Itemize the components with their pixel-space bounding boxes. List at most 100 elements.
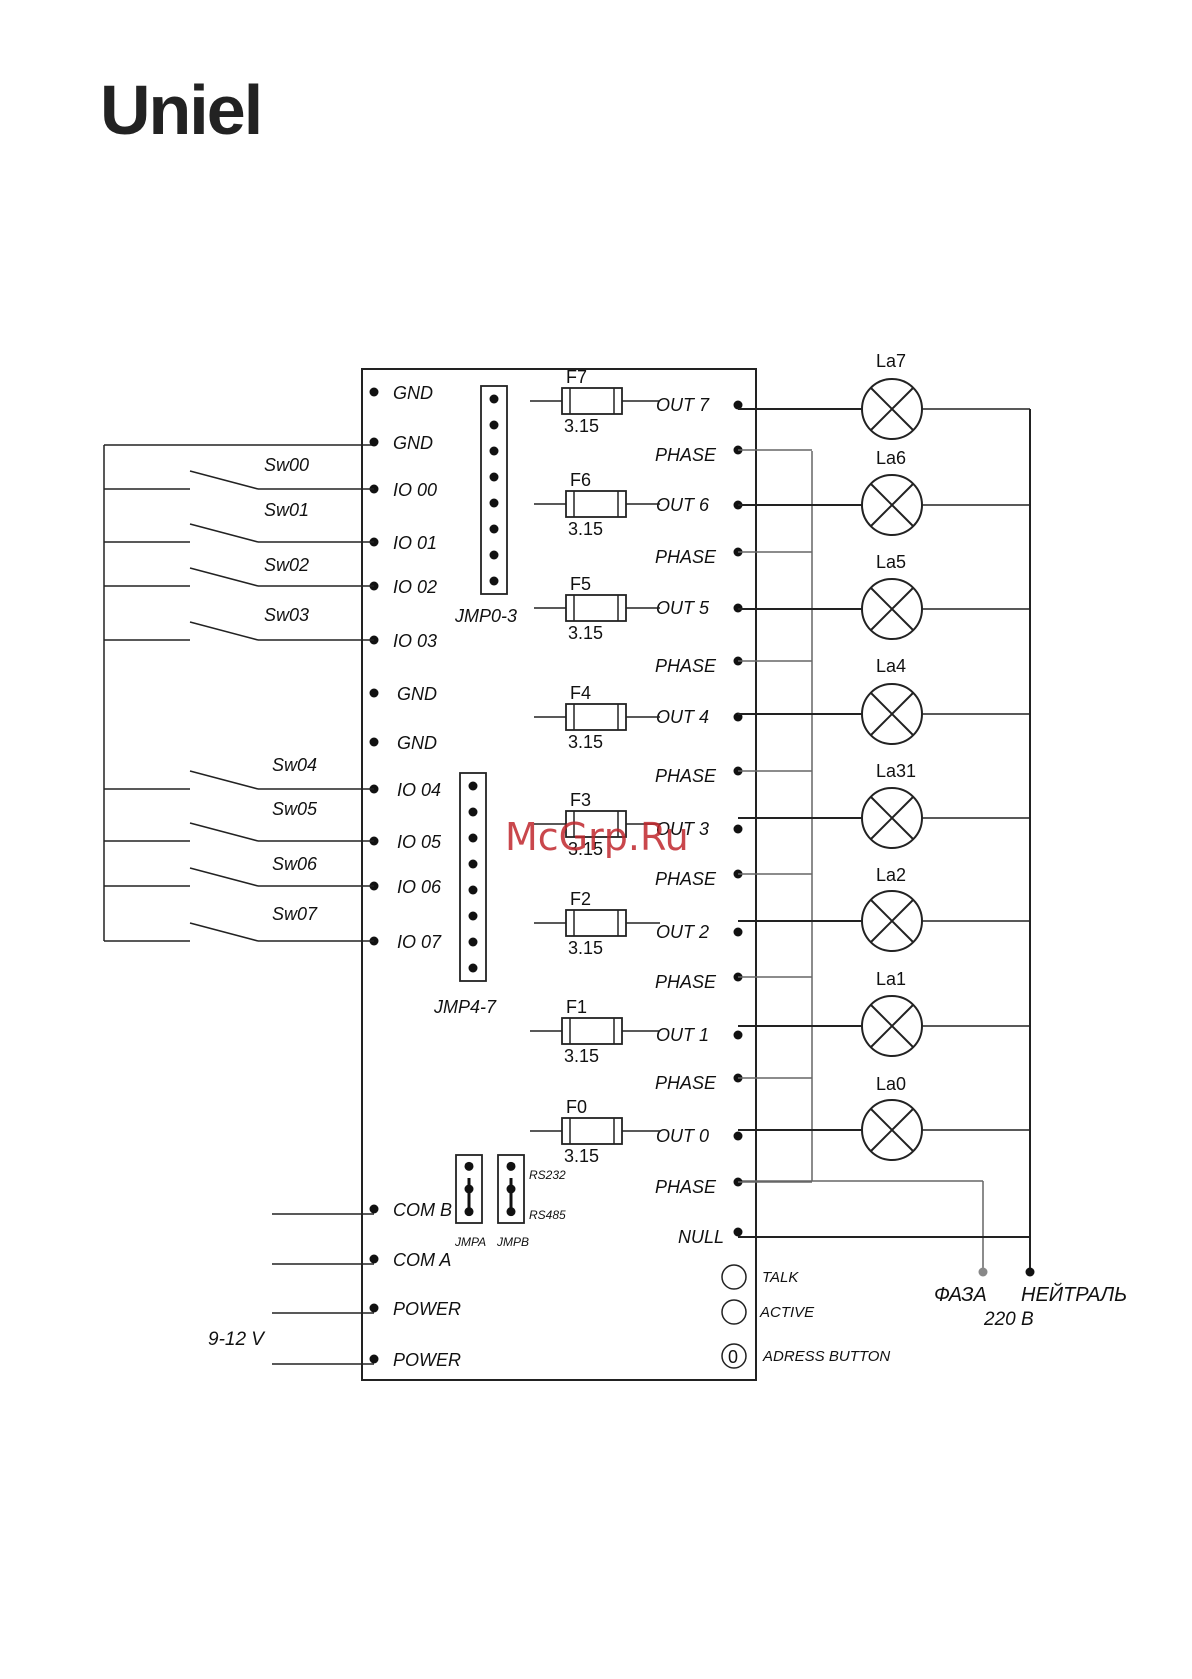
fuse-rating: 3.15 xyxy=(568,519,603,539)
right-pin-label: OUT 1 xyxy=(656,1025,709,1045)
lamp-label: La5 xyxy=(876,552,906,572)
switch-lever xyxy=(189,523,259,543)
left-pin-dot xyxy=(369,1204,379,1214)
active-led xyxy=(721,1299,747,1325)
lamp-cross-b xyxy=(870,1108,914,1152)
left-pin-label: POWER xyxy=(393,1350,461,1370)
switch-lever xyxy=(189,822,259,842)
lamp-cross-b xyxy=(870,899,914,943)
lamp-label: La0 xyxy=(876,1074,906,1094)
watermark: McGrp.Ru xyxy=(505,815,689,859)
fuse-rating: 3.15 xyxy=(564,1146,599,1166)
fuse-body xyxy=(565,490,627,518)
lamp-label: La7 xyxy=(876,351,906,371)
left-pin-label: IO 04 xyxy=(397,780,441,800)
jumper-pin xyxy=(464,1207,474,1217)
fuse-name: F7 xyxy=(566,367,587,387)
jumper-pin xyxy=(468,937,478,947)
lamp-cross-b xyxy=(870,1004,914,1048)
fuse-name: F3 xyxy=(570,790,591,810)
switch-label: Sw02 xyxy=(264,555,309,575)
left-pin-label: IO 07 xyxy=(397,932,442,952)
jumper-pin xyxy=(468,781,478,791)
fuse-body xyxy=(561,387,623,415)
uniel-logo: Uniel xyxy=(100,71,263,149)
jumper-pin xyxy=(468,911,478,921)
left-pin-label: GND xyxy=(393,433,433,453)
jmp4-7-label: JMP4-7 xyxy=(433,997,497,1017)
rs232-label: RS232 xyxy=(529,1168,566,1182)
address-button[interactable] xyxy=(721,1343,747,1369)
lamp-label: La4 xyxy=(876,656,906,676)
right-pin-label: PHASE xyxy=(655,547,717,567)
switch-lever xyxy=(189,567,259,587)
lamp-label: La2 xyxy=(876,865,906,885)
left-pin-label: IO 00 xyxy=(393,480,437,500)
switch-label: Sw07 xyxy=(272,904,318,924)
left-pin-label: COM B xyxy=(393,1200,452,1220)
jumper-pin xyxy=(468,963,478,973)
lamp-cross-b xyxy=(870,387,914,431)
switch-label: Sw00 xyxy=(264,455,309,475)
left-pin-dot xyxy=(369,1354,379,1364)
fuse-rating: 3.15 xyxy=(568,839,603,859)
fuse-rating: 3.15 xyxy=(564,1046,599,1066)
talk-led xyxy=(721,1264,747,1290)
jumper-pin xyxy=(468,859,478,869)
right-pin-label: OUT 6 xyxy=(656,495,710,515)
switch-label: Sw05 xyxy=(272,799,318,819)
left-pin-dot xyxy=(369,1303,379,1313)
active-label: ACTIVE xyxy=(759,1304,815,1321)
jumper-pin xyxy=(489,420,499,430)
left-pin-dot xyxy=(369,437,379,447)
fuse-body xyxy=(565,594,627,622)
left-pin-label: GND xyxy=(393,383,433,403)
jumper-pin xyxy=(489,550,499,560)
left-pin-label: IO 03 xyxy=(393,631,437,651)
right-pin-label: OUT 2 xyxy=(656,922,709,942)
jumper-pin xyxy=(506,1161,516,1171)
right-pin-dot xyxy=(733,1227,743,1237)
jmp0-3-label: JMP0-3 xyxy=(454,606,517,626)
left-pin-label: GND xyxy=(397,684,437,704)
left-pin-dot xyxy=(369,737,379,747)
fuse-rating: 3.15 xyxy=(564,416,599,436)
fuse-name: F6 xyxy=(570,470,591,490)
fuse-body xyxy=(565,909,627,937)
fuse-name: F4 xyxy=(570,683,591,703)
jumper-pin xyxy=(464,1161,474,1171)
lamp-label: La6 xyxy=(876,448,906,468)
left-pin-label: POWER xyxy=(393,1299,461,1319)
mains-voltage-label: 220 В xyxy=(983,1309,1034,1330)
jumper-pin xyxy=(489,446,499,456)
lamp-cross-b xyxy=(870,796,914,840)
jumper-pin xyxy=(468,807,478,817)
fuse-body xyxy=(561,1017,623,1045)
jumper-pin xyxy=(489,394,499,404)
right-pin-label: PHASE xyxy=(655,1177,717,1197)
fuse-name: F0 xyxy=(566,1097,587,1117)
neutral-label: НЕЙТРАЛЬ xyxy=(1021,1283,1127,1306)
jumper-jmp0-3 xyxy=(480,385,508,595)
left-pin-label: COM A xyxy=(393,1250,451,1270)
right-pin-label: PHASE xyxy=(655,766,717,786)
right-pin-dot xyxy=(733,1030,743,1040)
phase-terminal xyxy=(978,1267,988,1277)
left-pin-dot xyxy=(369,688,379,698)
right-pin-label: PHASE xyxy=(655,869,717,889)
right-pin-label: PHASE xyxy=(655,656,717,676)
switch-lever xyxy=(189,470,259,490)
switch-label: Sw06 xyxy=(272,854,318,874)
jmpb-label: JMPB xyxy=(496,1235,529,1249)
address-button-glyph: 0 xyxy=(728,1347,738,1367)
left-pin-label: IO 06 xyxy=(397,877,442,897)
jumper-pin xyxy=(489,472,499,482)
right-pin-dot xyxy=(733,400,743,410)
switch-lever xyxy=(189,867,259,887)
fuse-name: F1 xyxy=(566,997,587,1017)
neutral-terminal xyxy=(1025,1267,1035,1277)
fuse-rating: 3.15 xyxy=(568,938,603,958)
switch-label: Sw04 xyxy=(272,755,317,775)
jumper-pin xyxy=(506,1207,516,1217)
